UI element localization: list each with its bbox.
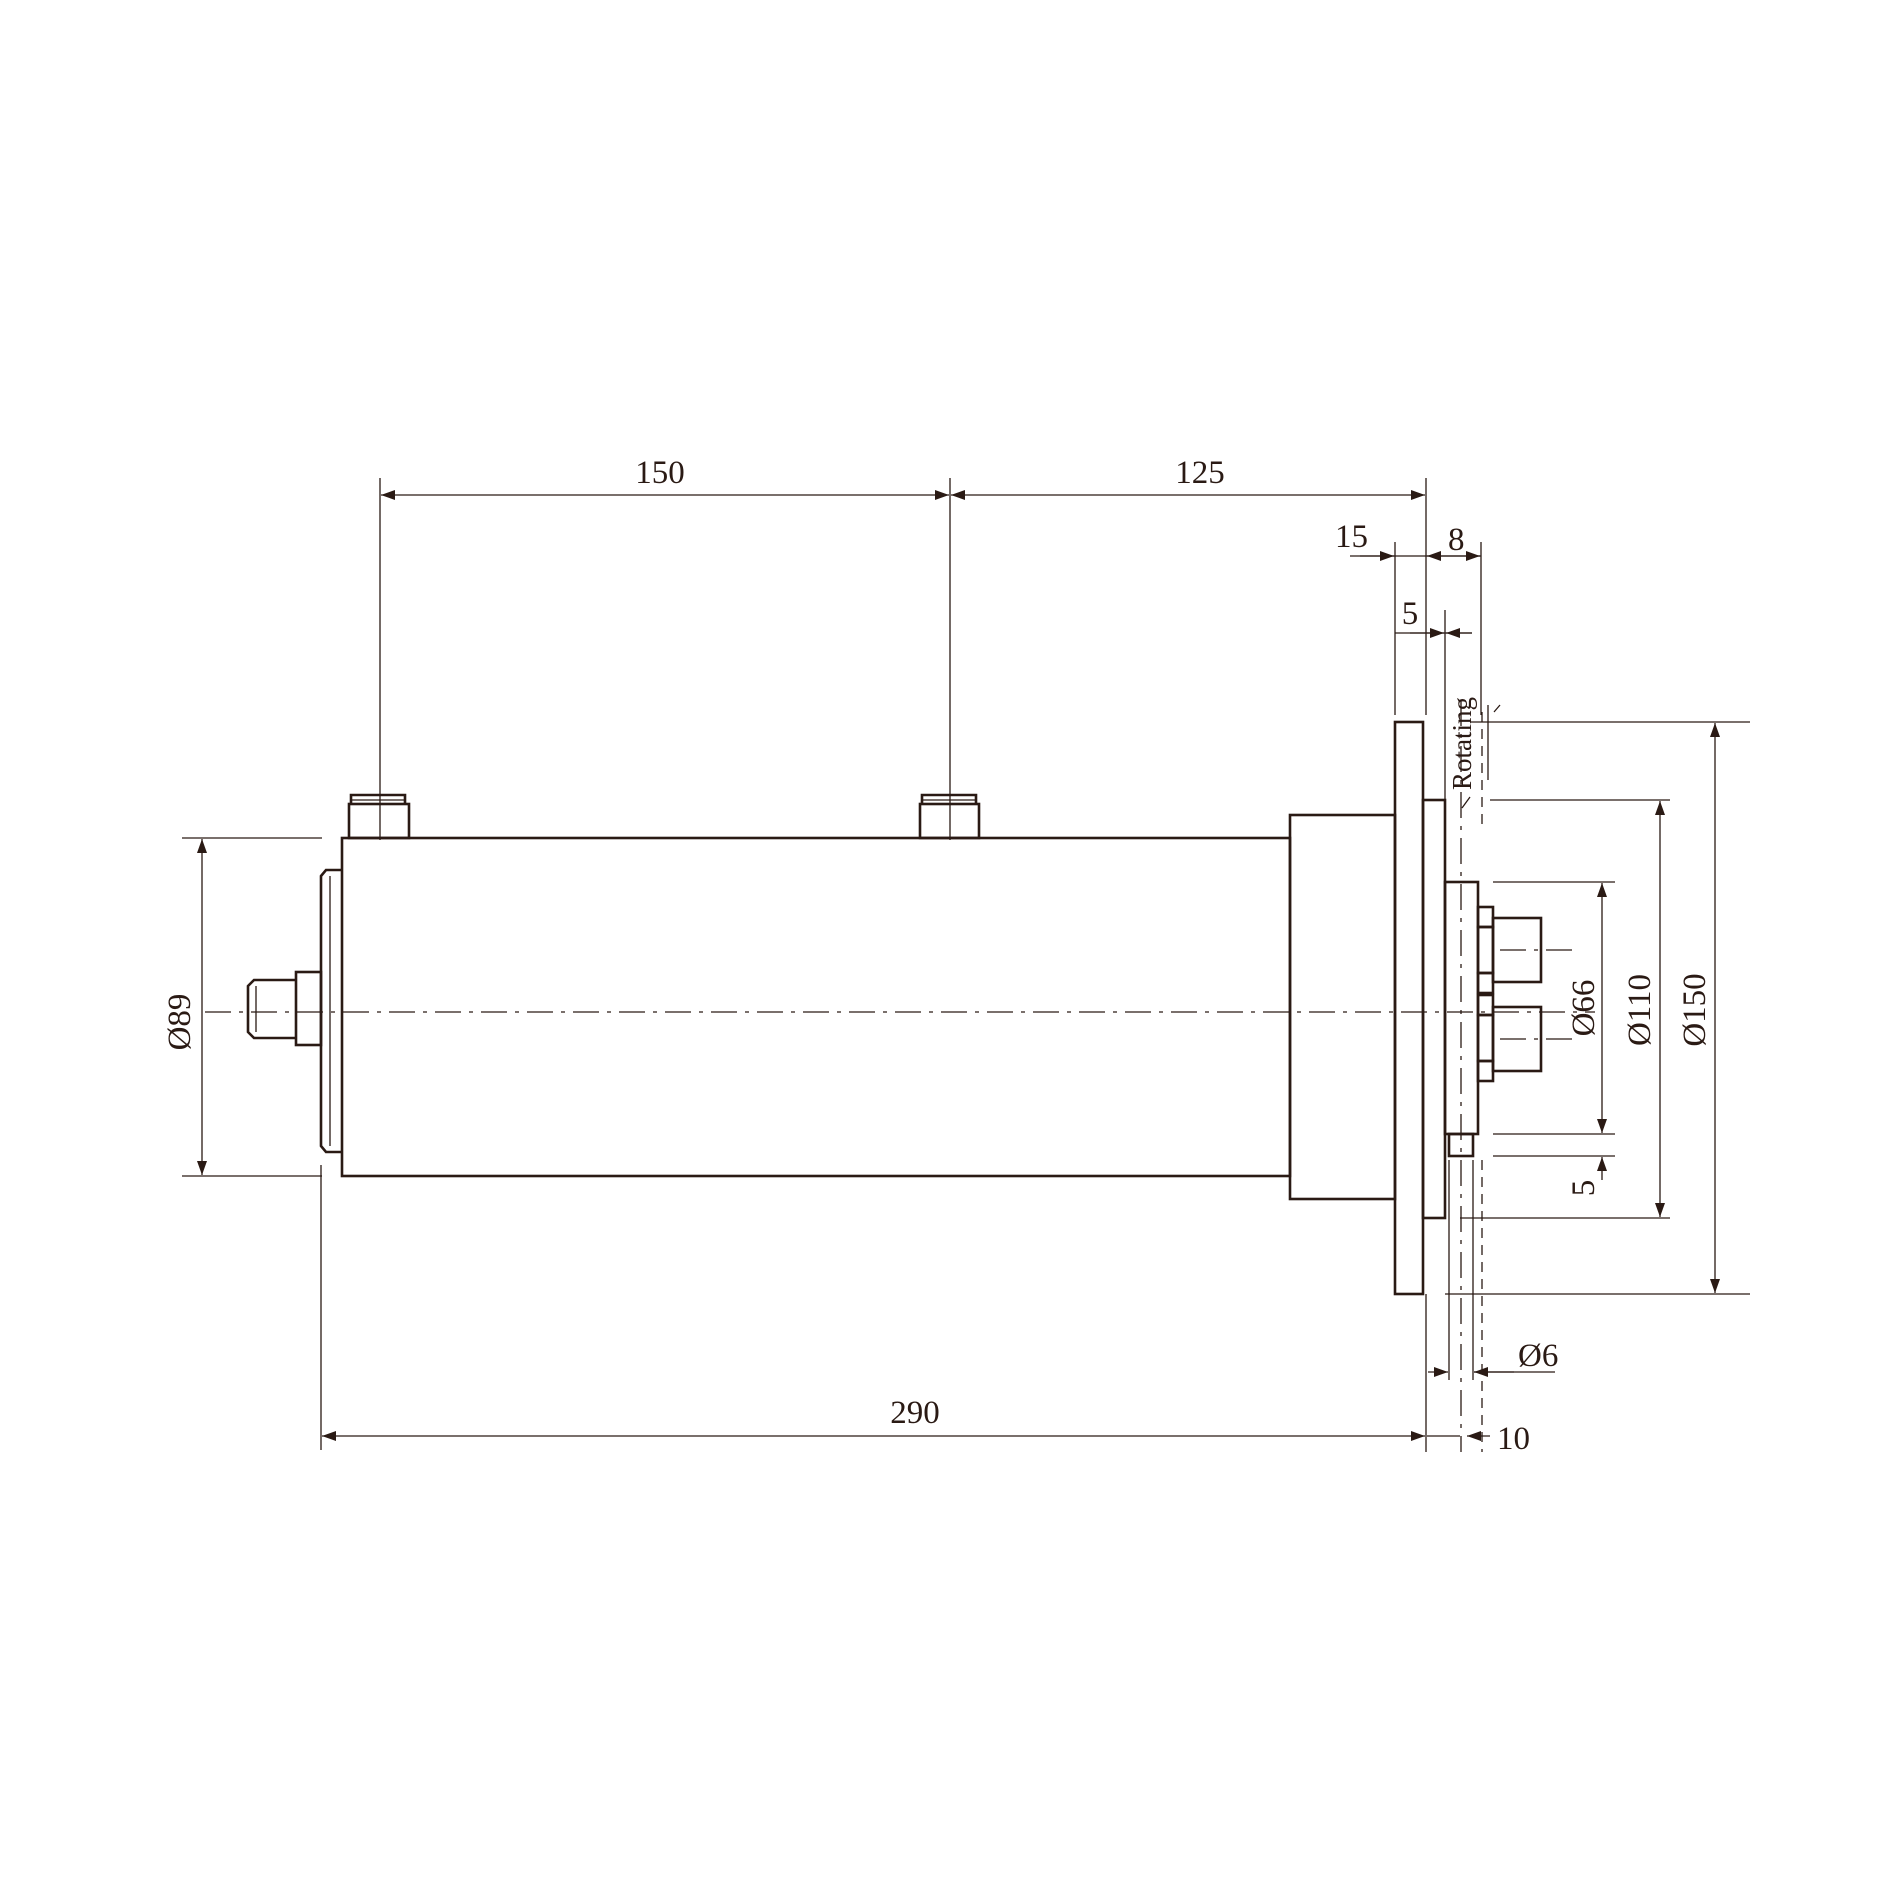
rotating-label: Rotating [1447,697,1477,790]
dimension-lines [182,478,1750,1452]
rear-connector-tip [246,978,296,1040]
dim-10-label: 10 [1497,1421,1530,1457]
dim-125-label: 125 [1175,455,1225,491]
center-lines [205,700,1595,1452]
upper-nozzle [1476,905,1543,995]
rear-connector-base [294,970,323,1047]
dim-290-label: 290 [890,1395,940,1431]
front-hub [1288,813,1397,1201]
dim-5-top-label: 5 [1402,596,1419,632]
lower-nozzle [1476,993,1543,1083]
dim-dia66-label: Ø66 [1566,980,1602,1037]
spindle-body [246,720,1543,1296]
dim-150-top-label: 150 [635,455,685,491]
dim-dia6-label: Ø6 [1518,1338,1558,1374]
dim-15-label: 15 [1335,519,1368,555]
dimension-labels: 150 125 15 8 5 Rotating Ø89 Ø66 Ø110 Ø15… [162,455,1713,1457]
rotating-disk [1421,798,1447,1220]
housing-cylinder [340,836,1292,1178]
dim-5-side-label: 5 [1566,1180,1602,1197]
dim-dia89-label: Ø89 [162,994,198,1051]
top-fitting-left [347,793,411,840]
rear-end-cap [319,868,342,1154]
dim-8-label: 8 [1448,522,1465,558]
dim-dia110-label: Ø110 [1622,974,1658,1046]
dim-dia150-label: Ø150 [1677,973,1713,1046]
main-flange [1393,720,1425,1296]
